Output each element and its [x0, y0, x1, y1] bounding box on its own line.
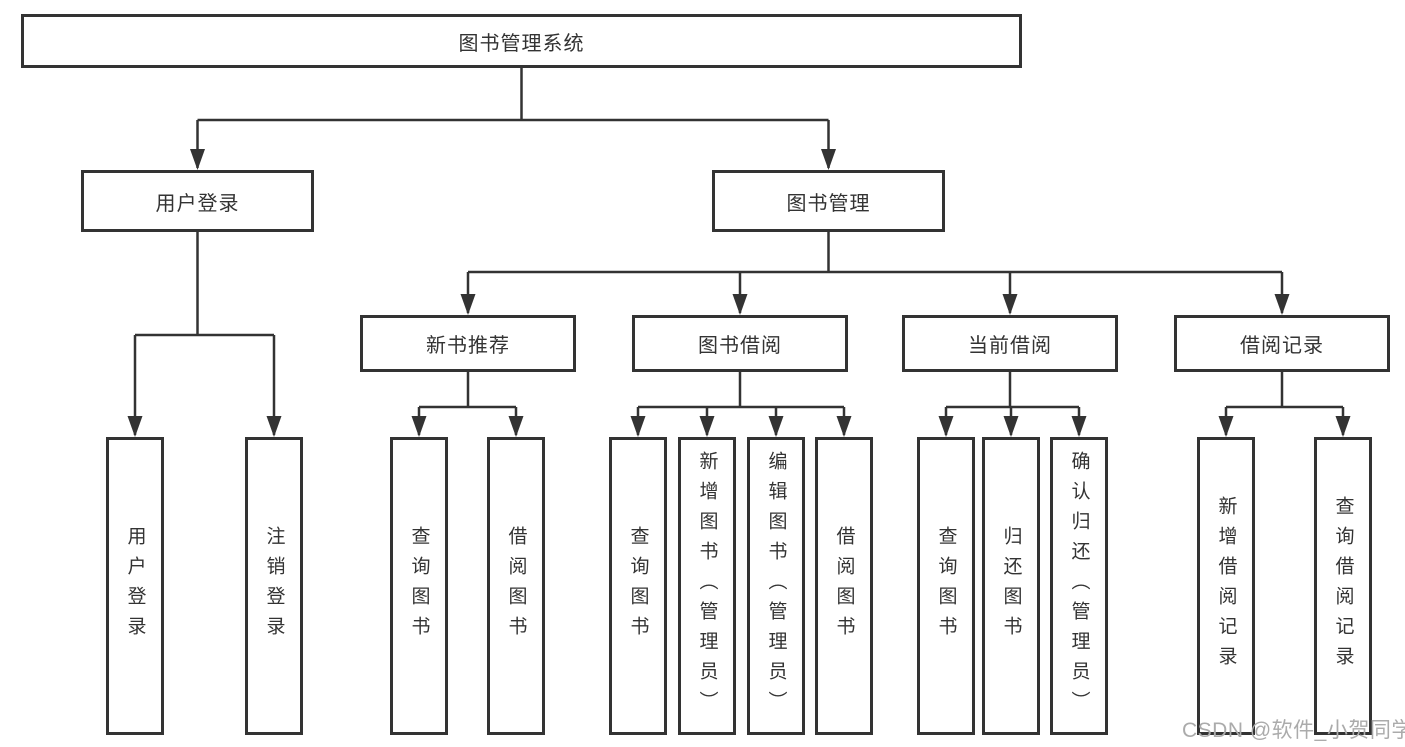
node-borrow-records: 借阅记录 — [1174, 315, 1390, 372]
leaf-add-book-admin-label: 新增图书（管理员） — [696, 451, 718, 721]
leaf-edit-book-admin: 编辑图书（管理员） — [747, 437, 805, 735]
leaf-query-book-2: 查询图书 — [609, 437, 667, 735]
leaf-user-login-label: 用户登录 — [124, 526, 146, 646]
node-user-login: 用户登录 — [81, 170, 314, 232]
leaf-query-book-1-label: 查询图书 — [408, 526, 430, 646]
leaf-add-borrow-record-label: 新增借阅记录 — [1215, 496, 1237, 676]
leaf-return-book: 归还图书 — [982, 437, 1040, 735]
leaf-borrow-book-1-label: 借阅图书 — [505, 526, 527, 646]
node-borrow-records-label: 借阅记录 — [1240, 335, 1324, 357]
leaf-user-login: 用户登录 — [106, 437, 164, 735]
connector-new-book-recommend — [417, 372, 518, 435]
node-book-borrowing-label: 图书借阅 — [698, 335, 782, 357]
leaf-borrow-book-1: 借阅图书 — [487, 437, 545, 735]
leaf-borrow-book-2-label: 借阅图书 — [833, 526, 855, 646]
node-book-management-label: 图书管理 — [786, 192, 871, 215]
leaf-query-book-2-label: 查询图书 — [627, 526, 649, 646]
leaf-logout-label: 注销登录 — [263, 526, 285, 646]
leaf-query-borrow-record-label: 查询借阅记录 — [1332, 496, 1354, 676]
connector-borrow-records — [1224, 372, 1345, 435]
leaf-query-book-1: 查询图书 — [390, 437, 448, 735]
leaf-query-book-3: 查询图书 — [917, 437, 975, 735]
connector-root — [196, 68, 830, 168]
node-book-borrowing: 图书借阅 — [632, 315, 848, 372]
connector-book-management — [466, 232, 1284, 313]
connector-book-borrowing — [636, 372, 846, 435]
node-current-borrowing: 当前借阅 — [902, 315, 1118, 372]
csdn-watermark: CSDN @软件_小贺同学 — [1182, 719, 1405, 742]
leaf-return-book-label: 归还图书 — [1000, 526, 1022, 646]
leaf-query-borrow-record: 查询借阅记录 — [1314, 437, 1372, 735]
leaf-confirm-return-admin-label: 确认归还（管理员） — [1068, 451, 1090, 721]
node-new-book-recommend: 新书推荐 — [360, 315, 576, 372]
node-book-management: 图书管理 — [712, 170, 945, 232]
leaf-add-borrow-record: 新增借阅记录 — [1197, 437, 1255, 735]
leaf-confirm-return-admin: 确认归还（管理员） — [1050, 437, 1108, 735]
node-current-borrowing-label: 当前借阅 — [968, 335, 1052, 357]
node-system-root-label: 图书管理系统 — [458, 32, 585, 55]
leaf-add-book-admin: 新增图书（管理员） — [678, 437, 736, 735]
leaf-query-book-3-label: 查询图书 — [935, 526, 957, 646]
connector-user-login — [133, 232, 276, 435]
leaf-borrow-book-2: 借阅图书 — [815, 437, 873, 735]
leaf-edit-book-admin-label: 编辑图书（管理员） — [765, 451, 787, 721]
node-new-book-recommend-label: 新书推荐 — [426, 335, 510, 357]
node-user-login-label: 用户登录 — [155, 192, 240, 215]
leaf-logout: 注销登录 — [245, 437, 303, 735]
node-system-root: 图书管理系统 — [21, 14, 1022, 68]
